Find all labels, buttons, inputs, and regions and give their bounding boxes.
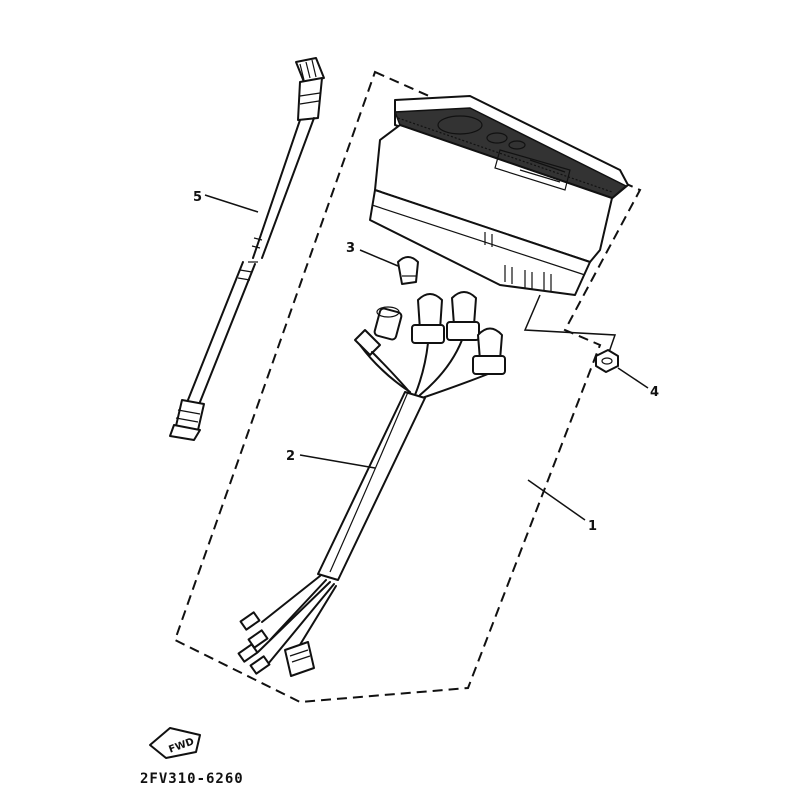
leader-2 [299,454,376,469]
leader-5 [204,194,259,213]
leader-1 [527,479,586,521]
wire-harness [237,291,506,677]
nut [595,349,619,373]
nut-bracket-line [523,294,617,359]
bulb [397,256,419,285]
cable [169,57,325,441]
assembly-dashed-outline [173,70,642,704]
forward-direction-marker: FWD [149,727,201,759]
diagram-code: 2FV310-6260 [140,771,244,787]
leader-4 [617,367,649,389]
leader-3 [359,249,399,267]
callout-5: 5 [193,190,202,205]
meter-housing [369,95,629,296]
callout-1: 1 [588,519,597,534]
callout-4: 4 [650,385,659,400]
callout-3: 3 [346,241,355,256]
callout-2: 2 [286,449,295,464]
